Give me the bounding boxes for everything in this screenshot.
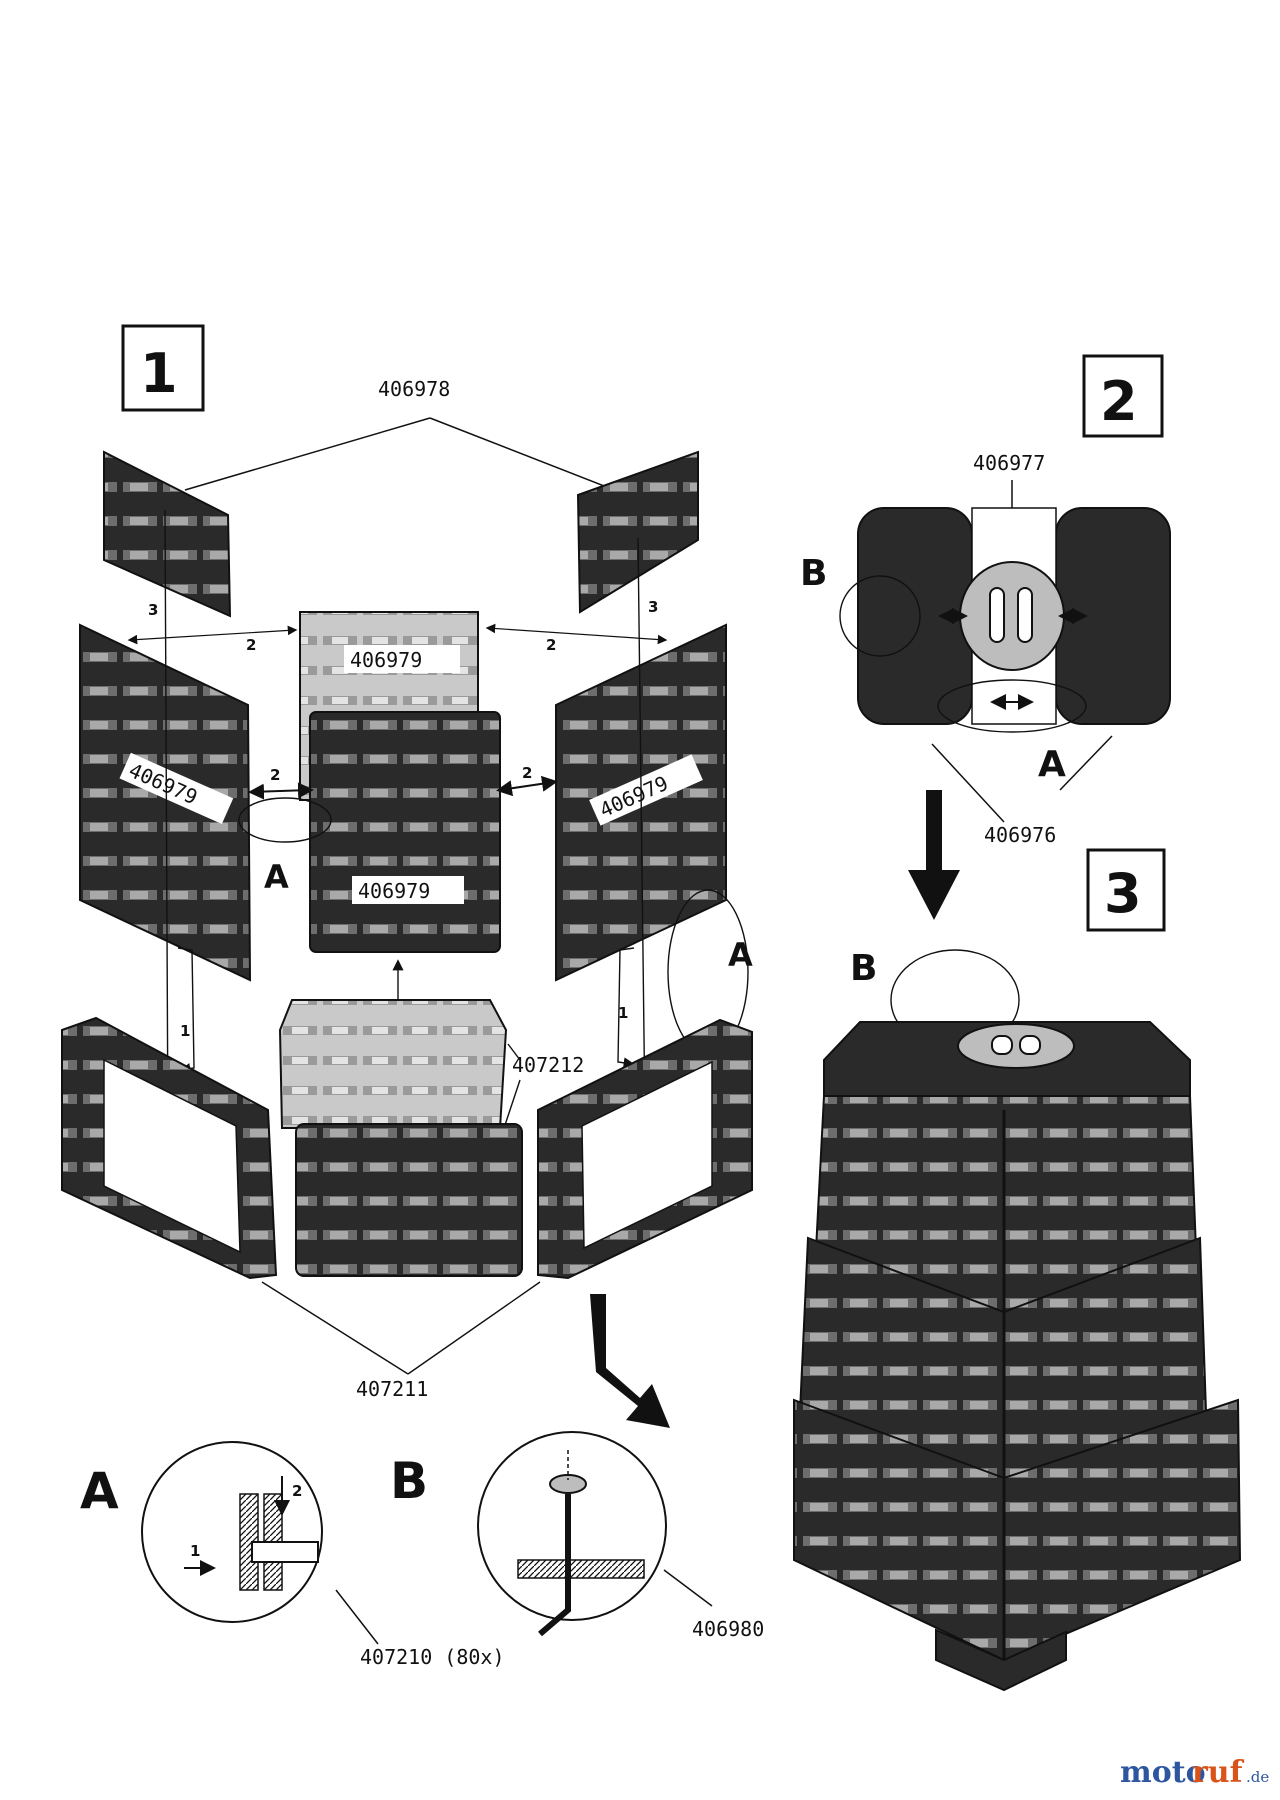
watermark-domain: .de: [1246, 1768, 1269, 1786]
lower-panel-back: [278, 999, 508, 1129]
detail-a-letter-left: A: [264, 858, 289, 896]
arrow-3-label-left: 3: [148, 601, 158, 619]
bin-vent-cap: [957, 1023, 1075, 1069]
detail-b-marker-step2: [839, 575, 921, 657]
detail-b-board: [517, 1559, 645, 1579]
arrow-1-label-right: 1: [618, 1004, 628, 1022]
detail-a-group: A 1 2 407210 (80x): [80, 1441, 505, 1669]
step-3-group: 3 B: [590, 848, 1242, 1692]
step-1-group: 1 406978 406979 406979 406979 406979 2 2: [61, 324, 753, 1401]
step-2-group: 2 406977 B A 406976: [800, 354, 1171, 920]
detail-a-clip: [251, 1541, 319, 1563]
watermark-brand-a: moto: [1120, 1755, 1206, 1790]
step-3-frame: [1086, 848, 1166, 932]
detail-b-letter-step2: B: [800, 553, 827, 594]
detail-a-marker-left: [238, 797, 332, 843]
leader-406980: [663, 1569, 713, 1607]
bin-vent-slot-a: [991, 1035, 1013, 1055]
arrow-2-label-top-left: 2: [246, 636, 256, 654]
watermark-brand-b: ruf: [1192, 1755, 1245, 1790]
arrow-2-label-mid-left: 2: [270, 766, 280, 784]
detail-b-group: B 406980: [390, 1431, 764, 1641]
arrow-3-right: [637, 537, 651, 1123]
part-label-406980: 406980: [692, 1617, 764, 1641]
step-2-frame: [1082, 354, 1164, 438]
detail-a-marker-step2: [937, 679, 1087, 733]
arrow-2-mid-left: [248, 782, 314, 800]
upper-panel-left: [79, 623, 252, 982]
detail-b-pin: [538, 1494, 571, 1637]
vent-slot-right: [1017, 587, 1033, 643]
part-label-406976: 406976: [984, 823, 1056, 847]
step-1-frame: [121, 324, 205, 412]
detail-a-letter-step2: A: [1038, 744, 1066, 785]
detail-b-knob: [549, 1474, 587, 1494]
arrow-2-label-mid-right: 2: [522, 764, 532, 782]
detail-b-title: B: [390, 1452, 428, 1510]
arrow-1-label-left: 1: [180, 1022, 190, 1040]
step-1-number: 1: [140, 342, 178, 405]
vent-cap: [959, 561, 1065, 671]
detail-a-step-2: 2: [292, 1482, 302, 1500]
detail-b-letter-step3: B: [850, 948, 877, 989]
label-box-406979-right: [589, 754, 703, 826]
part-label-406979-front: 406979: [358, 879, 430, 903]
step-2-number: 2: [1100, 370, 1138, 433]
detail-a-title: A: [80, 1462, 119, 1520]
arrow-2-top-right: [485, 623, 668, 645]
leader-406978: [184, 417, 641, 501]
leader-407211: [261, 1281, 541, 1375]
detail-a-circle: [141, 1441, 323, 1623]
arrow-1-right: [617, 947, 635, 1069]
arrow-2-label-top-right: 2: [546, 636, 556, 654]
arrow-2-top-left: [127, 625, 298, 645]
detail-a-letter-right: A: [728, 936, 753, 974]
step-arrow-bend: [590, 1294, 670, 1428]
part-label-406977: 406977: [973, 451, 1045, 475]
bin-foot: [935, 1628, 1067, 1692]
label-box-406979-left: [119, 752, 234, 824]
base-panel-left-window: [103, 1058, 241, 1254]
detail-a-step-1: 1: [190, 1542, 200, 1560]
leader-406976: [931, 735, 1113, 823]
arrow-3-label-right: 3: [648, 598, 658, 616]
step-3-number: 3: [1104, 862, 1142, 925]
lid-plate-left: [103, 450, 232, 618]
part-label-406978: 406978: [378, 377, 450, 401]
lid-plate-right: [576, 450, 699, 614]
part-label-407210: 407210 (80x): [360, 1645, 505, 1669]
base-panel-front: [295, 1123, 523, 1277]
bin-vent-slot-b: [1019, 1035, 1041, 1055]
part-label-406979-back: 406979: [350, 648, 422, 672]
base-panel-right-window: [581, 1060, 713, 1250]
label-box-406979-front: [352, 876, 464, 904]
leader-407210: [335, 1589, 379, 1645]
arrow-1-left: [177, 947, 195, 1075]
label-box-406979-back: [344, 645, 460, 673]
upper-panel-front: [309, 711, 501, 953]
brand-watermark: moto ruf .de: [1120, 1755, 1269, 1790]
arrow-3-left: [162, 509, 174, 1143]
vent-slot-left: [989, 587, 1005, 643]
arrow-2-mid-right: [496, 775, 558, 797]
detail-b-circle: [477, 1431, 667, 1621]
part-label-407211: 407211: [356, 1377, 428, 1401]
step-arrow-down: [908, 790, 960, 920]
part-label-407212: 407212: [512, 1053, 584, 1077]
